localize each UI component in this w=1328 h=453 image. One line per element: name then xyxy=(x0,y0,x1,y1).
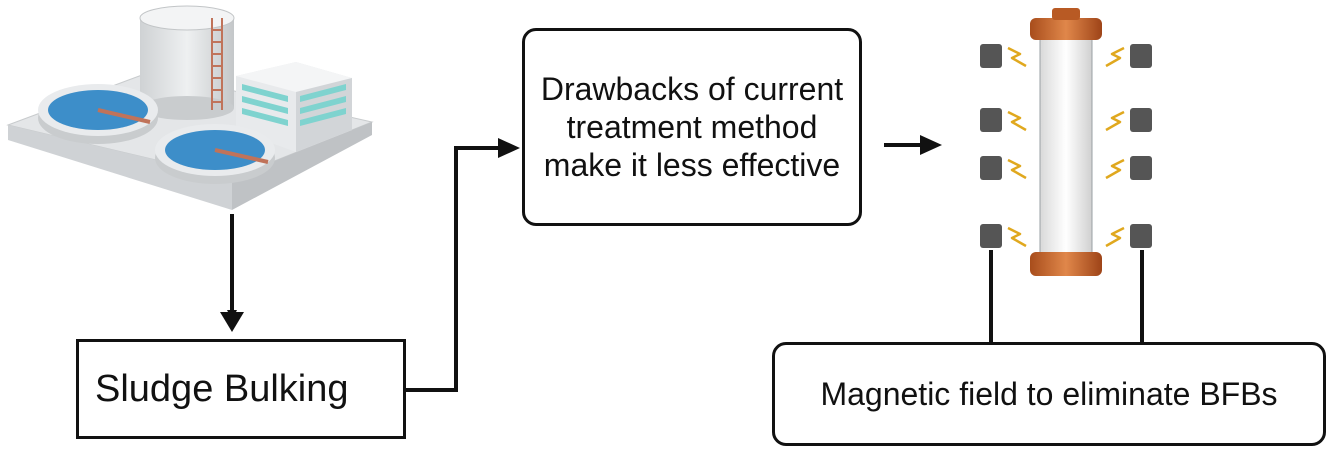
node-sludge-bulking: Sludge Bulking xyxy=(76,339,406,439)
node-magnetic-field-label: Magnetic field to eliminate BFBs xyxy=(820,376,1278,412)
node-sludge-bulking-label: Sludge Bulking xyxy=(95,367,349,410)
node-magnetic-field: Magnetic field to eliminate BFBs xyxy=(772,342,1326,446)
node-drawbacks: Drawbacks of current treatment method ma… xyxy=(522,28,862,226)
node-drawbacks-label: Drawbacks of current treatment method ma… xyxy=(540,71,844,183)
magnetic-field-device-icon xyxy=(980,8,1152,342)
arrow-sludge-to-drawbacks xyxy=(406,146,500,392)
wastewater-treatment-plant-icon xyxy=(6,5,374,210)
